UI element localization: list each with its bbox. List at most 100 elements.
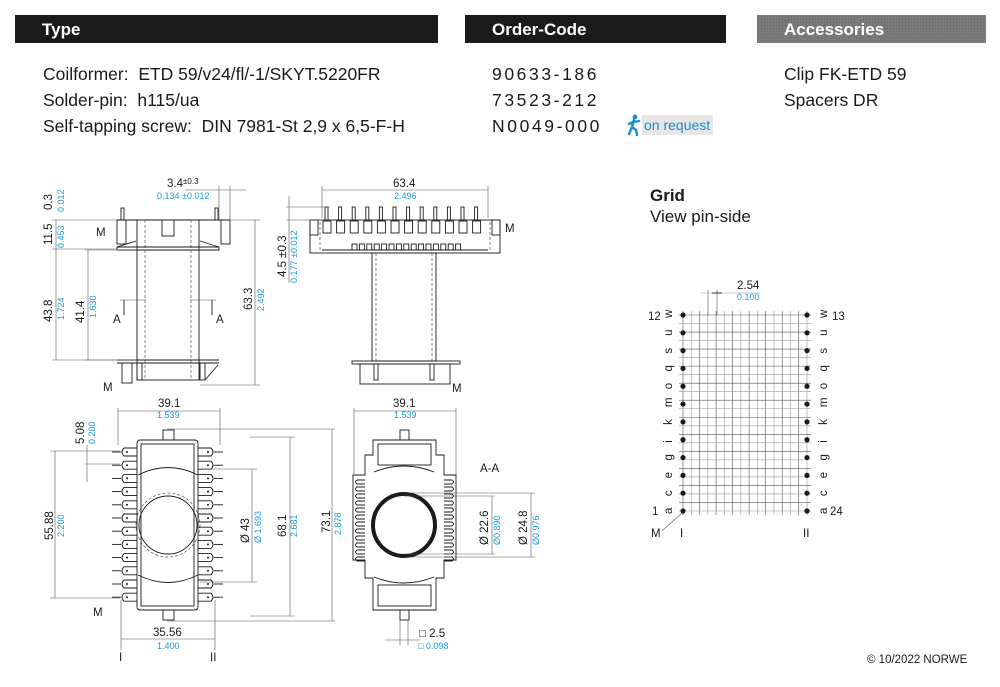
type-header-label: Type xyxy=(42,20,81,39)
fin xyxy=(355,542,365,548)
part-value: DIN 7981-St 2,9 x 6,5-F-H xyxy=(201,116,405,136)
pin-dot xyxy=(680,401,686,407)
pin-tab xyxy=(121,539,137,549)
copyright: © 10/2022 NORWE xyxy=(867,654,968,666)
pin-letter: i xyxy=(663,440,675,443)
comb-tooth xyxy=(381,243,388,251)
pin-letter: w xyxy=(818,309,830,319)
comb-tooth xyxy=(395,243,402,251)
comb-tooth xyxy=(447,243,454,251)
pin-tab xyxy=(198,513,214,523)
pin-hole xyxy=(207,451,209,453)
pin xyxy=(419,206,424,221)
fin xyxy=(355,535,365,541)
fin xyxy=(444,514,454,520)
pin-dot xyxy=(680,365,686,372)
fin xyxy=(355,486,365,492)
fin xyxy=(355,549,365,555)
pin xyxy=(474,206,479,221)
pin-socket xyxy=(431,220,441,234)
pin xyxy=(392,206,397,221)
grid-pitch-inch: 0.100 xyxy=(737,292,760,302)
row-label-ii: II xyxy=(210,652,216,664)
dim-68.1: 68.1 xyxy=(277,515,289,537)
pin xyxy=(433,206,438,221)
pin-hole xyxy=(126,596,128,599)
pin xyxy=(324,206,329,221)
pin-letter: e xyxy=(818,472,830,478)
marker-m: M xyxy=(452,383,462,395)
pin-dot xyxy=(680,383,686,389)
pin-dot xyxy=(680,490,686,496)
dim-4.5: 4.5 ±0.3 xyxy=(277,236,289,277)
pin-hole xyxy=(207,477,209,480)
dim-39.1: 39.1 xyxy=(158,398,180,410)
pin-tab xyxy=(198,500,214,510)
dim-dia-24.8: Ø 24.8 xyxy=(518,510,530,545)
comb-tooth xyxy=(410,243,417,251)
pin-letter: i xyxy=(818,440,830,443)
pin-letter: u xyxy=(663,329,675,335)
pin-1-label: 1 xyxy=(652,506,658,518)
pin xyxy=(460,206,465,221)
marker-m: M xyxy=(96,227,106,239)
pin-letter: g xyxy=(818,454,830,460)
pin-hole xyxy=(207,464,209,467)
pin-dot xyxy=(680,348,686,354)
dim-dia-0.976: Ø0.976 xyxy=(531,515,541,545)
fin xyxy=(444,542,454,548)
fin xyxy=(444,549,454,555)
comb-tooth xyxy=(358,243,365,251)
pin-hole xyxy=(207,503,209,506)
pin-tab xyxy=(198,553,214,563)
order-code-header-label: Order-Code xyxy=(492,20,587,39)
pin-tab xyxy=(121,473,137,483)
dim-3.4-tolerance: ±0.3 xyxy=(183,177,199,186)
pin-hole xyxy=(126,503,128,506)
fin xyxy=(444,521,454,527)
pin-tab xyxy=(121,487,137,497)
on-request-badge[interactable]: on request xyxy=(626,114,714,136)
accessories-header: Accessories xyxy=(757,15,986,43)
dim-1.400: 1.400 xyxy=(157,641,180,651)
pin-letter: k xyxy=(818,419,830,425)
accessory-item: Clip FK-ETD 59 xyxy=(784,64,907,84)
pin-letter: c xyxy=(663,490,675,496)
fin xyxy=(444,535,454,541)
dim-35.56: 35.56 xyxy=(153,627,182,639)
pin-hole xyxy=(207,543,209,546)
pin-tab xyxy=(198,579,214,589)
pin-letter: k xyxy=(663,419,675,425)
grid-pitch: 2.54 xyxy=(737,280,760,292)
dim-55.88: 55.88 xyxy=(44,511,56,540)
pin-dot xyxy=(804,330,810,336)
pin-tab xyxy=(198,473,214,483)
pin-letter: g xyxy=(663,454,675,460)
dim-41.4: 41.4 xyxy=(75,300,87,323)
pin-letter: a xyxy=(818,507,830,514)
pin-letter: s xyxy=(818,348,830,354)
pin-dot xyxy=(680,437,686,443)
fin xyxy=(444,500,454,506)
pin-12-label: 12 xyxy=(648,311,661,323)
accessory-item: Spacers DR xyxy=(784,90,879,110)
pin-socket xyxy=(404,220,414,234)
pin-letter: c xyxy=(818,490,830,496)
pin-socket xyxy=(376,220,386,234)
dim-0.134: 0.134 ±0.012 xyxy=(157,191,209,201)
pin-24-label: 24 xyxy=(830,506,843,518)
accessories-header-label: Accessories xyxy=(784,20,885,39)
pin-dot xyxy=(804,401,810,407)
dim-2.878: 2.878 xyxy=(333,512,343,535)
comb-tooth xyxy=(455,243,462,251)
pin-dot xyxy=(680,330,686,336)
pin-socket xyxy=(472,220,482,234)
dim-1.539: 1.539 xyxy=(157,410,180,420)
fin xyxy=(355,479,365,485)
dim-0.098: □ 0.098 xyxy=(418,641,448,651)
order-code-coilformer: 90633-186 xyxy=(492,64,600,84)
dim-11.5: 11.5 xyxy=(43,223,55,245)
pin-hole xyxy=(207,583,209,585)
pin-letter: q xyxy=(818,365,830,371)
pin-hole xyxy=(126,490,128,493)
